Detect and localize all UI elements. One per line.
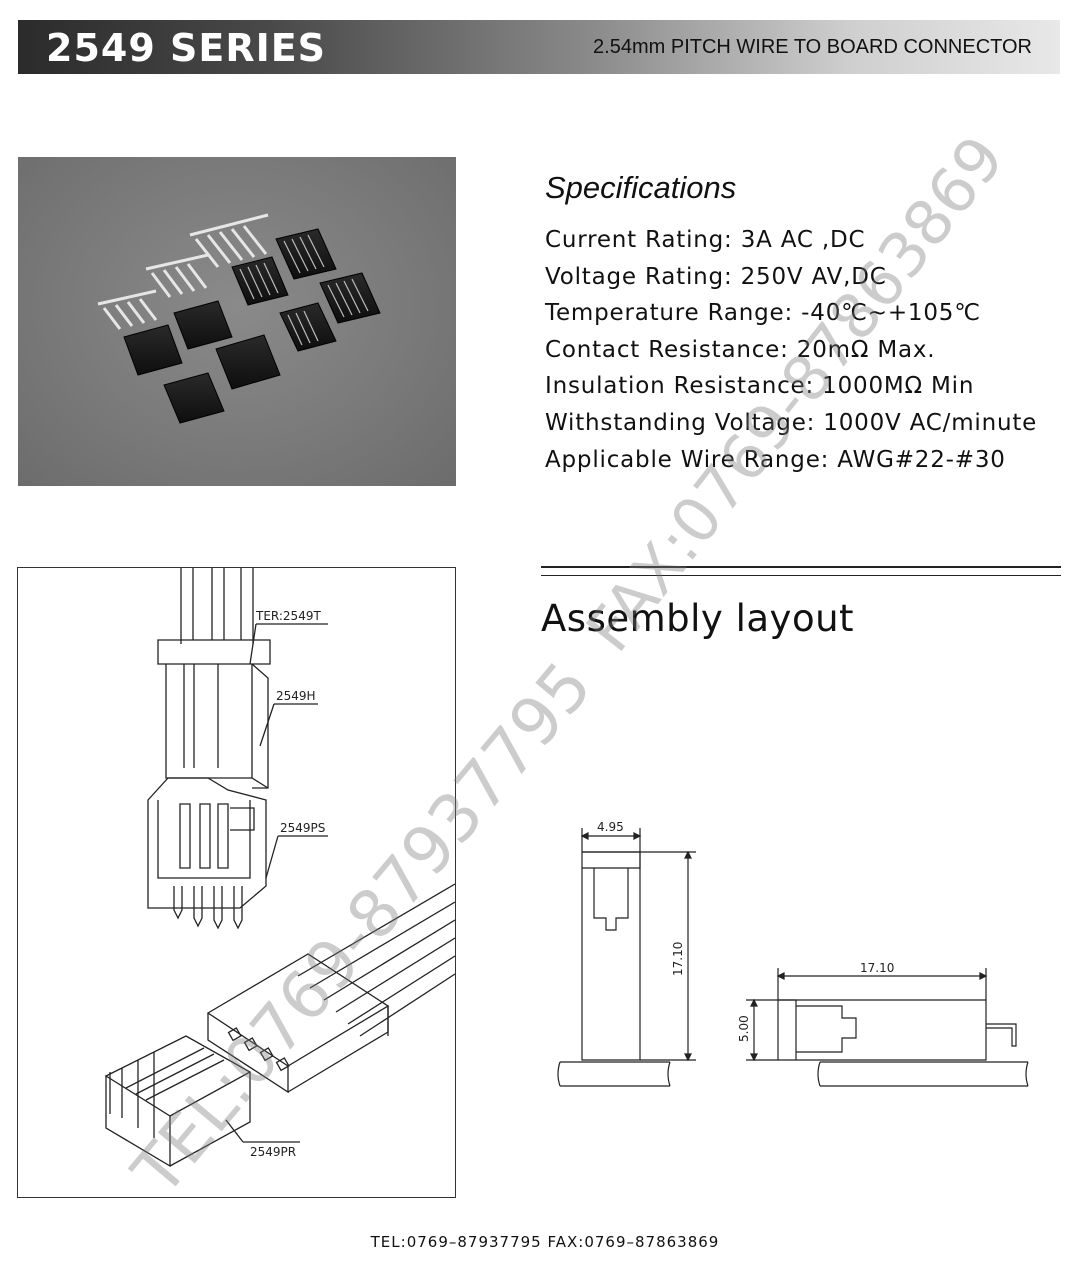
product-photo [18, 157, 456, 486]
dimension-drawings: 4.95 17.10 17.10 5.00 [540, 800, 1060, 1100]
dimension-drawing-icon: 4.95 17.10 17.10 5.00 [557, 820, 1029, 1087]
spec-insulation-resistance: Insulation Resistance: 1000MΩ Min [545, 373, 975, 400]
label-straight-header: 2549PS [280, 821, 325, 835]
header-bar: 2549 SERIES 2.54mm PITCH WIRE TO BOARD C… [18, 20, 1060, 74]
dim-width-top: 4.95 [597, 820, 624, 834]
label-housing: 2549H [276, 689, 316, 703]
connector-photo-icon [97, 213, 381, 424]
label-terminal: TER:2549T [255, 609, 321, 623]
series-title: 2549 SERIES [46, 26, 327, 70]
section-divider-thick [541, 566, 1061, 568]
exploded-diagram: TER:2549T 2549H 2549PS 2549PR [17, 567, 456, 1198]
dim-height-small: 5.00 [737, 1015, 751, 1042]
spec-voltage-rating: Voltage Rating: 250V AV,DC [545, 263, 887, 290]
footer-contact: TEL:0769–87937795 FAX:0769–87863869 [370, 1233, 720, 1251]
label-right-angle-header: 2549PR [250, 1145, 296, 1159]
spec-temperature-range: Temperature Range: -40℃~+105℃ [545, 300, 981, 327]
dim-length-bottom: 17.10 [860, 961, 894, 975]
spec-contact-resistance: Contact Resistance: 20mΩ Max. [545, 336, 936, 363]
section-divider-thin [541, 575, 1061, 576]
exploded-view-icon: TER:2549T 2549H 2549PS 2549PR [104, 568, 455, 1168]
specifications-title: Specifications [545, 170, 737, 205]
specifications-list: Current Rating: 3A AC ,DC Voltage Rating… [545, 222, 1037, 478]
assembly-layout-title: Assembly layout [541, 597, 855, 640]
series-subtitle: 2.54mm PITCH WIRE TO BOARD CONNECTOR [593, 36, 1032, 58]
spec-wire-range: Applicable Wire Range: AWG#22-#30 [545, 446, 1006, 473]
dim-height-side: 17.10 [671, 942, 685, 976]
spec-withstanding-voltage: Withstanding Voltage: 1000V AC/minute [545, 409, 1038, 436]
spec-current-rating: Current Rating: 3A AC ,DC [545, 227, 866, 253]
